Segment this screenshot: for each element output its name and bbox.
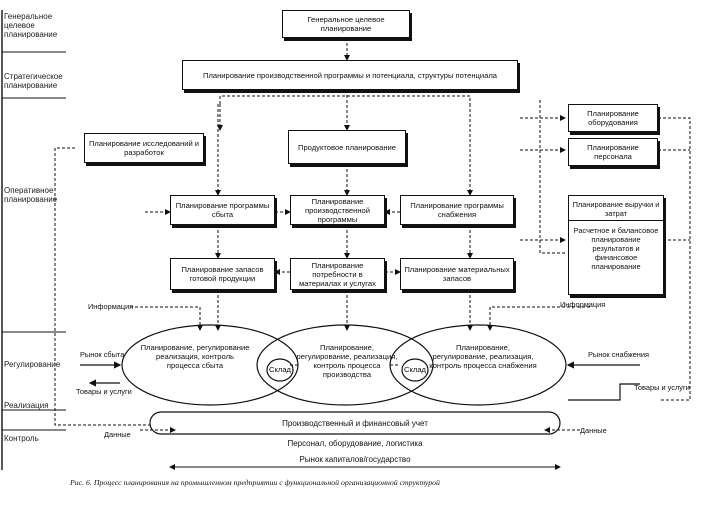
label-data-right: Данные (580, 426, 607, 435)
label-goods-services-right: Товары и услуги (634, 383, 690, 392)
box-material-stock-planning: Планирование материальных запасов (400, 258, 514, 290)
box-personnel-planning: Планирование персонала (568, 138, 658, 166)
bar-accounting: Производственный и финансовый учет (282, 418, 428, 428)
box-production-program-planning: Планирование производственной программы (290, 195, 385, 225)
cost-revenue-title: Планирование выручки и затрат (572, 200, 660, 218)
box-supply-program-planning: Планирование программы снабжения (400, 195, 514, 225)
box-material-needs-planning: Планирование потребности в материалах и … (290, 258, 385, 290)
level-regulation: Регулирование (4, 360, 61, 369)
ellipse-production-process: Планирование, регулирование, реализация,… (296, 343, 398, 379)
warehouse-right: Склад (404, 365, 426, 374)
bar-capital-market: Рынок капиталов/государство (299, 454, 411, 464)
level-operative: Оперативное планирование (4, 186, 58, 204)
box-investment-planning: Планирование оборудования (568, 104, 658, 132)
label-information-left: Информация (88, 302, 134, 311)
label-data-left: Данные (104, 430, 131, 439)
box-rnd-planning: Планирование исследований и разработок (84, 133, 204, 163)
label-goods-services-left: Товары и услуги (76, 387, 132, 396)
cost-revenue-body: Расчетное и балансовое планирование резу… (573, 226, 659, 271)
label-supply-market: Рынок снабжения (588, 350, 650, 359)
ellipse-supply-process: Планирование, регулирование, реализация,… (429, 343, 537, 370)
box-product-planning: Продуктовое планирование (288, 130, 406, 164)
figure-caption: Рис. 6. Процесс планирования на промышле… (70, 478, 440, 487)
bar-resources: Персонал, оборудование, логистика (287, 438, 423, 448)
box-general-target-planning: Генеральное целевое планирование (282, 10, 410, 38)
level-realization: Реализация (4, 401, 49, 410)
level-general-target: Генеральное целевое планирование (4, 12, 58, 39)
level-strategic: Стратегическое планирование (4, 72, 63, 90)
label-information-right: Информация (560, 300, 606, 309)
box-finished-stock-planning: Планирование запасов готовой продукции (170, 258, 275, 290)
level-control: Контроль (4, 434, 39, 443)
warehouse-left: Склад (269, 365, 291, 374)
box-cost-revenue-planning: Планирование выручки и затрат Расчетное … (568, 195, 664, 295)
ellipse-sales-process: Планирование, регулирование реализация, … (140, 343, 250, 370)
label-sales-market: Рынок сбыта (80, 350, 125, 359)
cost-revenue-divider (569, 220, 663, 221)
box-sales-program-planning: Планирование программы сбыта (170, 195, 275, 225)
box-strategic-program-planning: Планирование производственной программы … (182, 60, 518, 90)
